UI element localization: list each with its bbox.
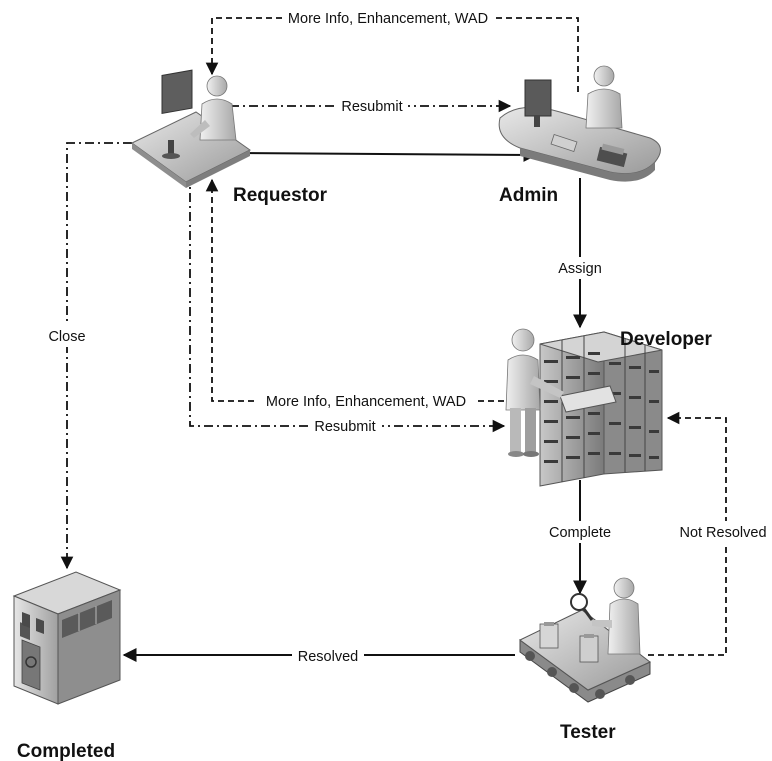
edge-label-more-info-top: More Info, Enhancement, WAD: [282, 8, 494, 28]
node-label-tester: Tester: [560, 722, 616, 743]
svg-text:Resolved: Resolved: [298, 649, 358, 665]
tester-icon: [519, 577, 651, 703]
svg-text:Resubmit: Resubmit: [314, 419, 375, 435]
svg-text:Resubmit: Resubmit: [341, 99, 402, 115]
requestor-icon: [131, 69, 251, 188]
svg-text:Close: Close: [48, 329, 85, 345]
svg-text:Complete: Complete: [549, 525, 611, 541]
edge-close: [60, 142, 132, 570]
edge-label-resolved: Resolved: [292, 645, 364, 667]
node-label-requestor: Requestor: [233, 185, 328, 206]
admin-icon: [498, 65, 661, 182]
edge-label-resubmit-top: Resubmit: [336, 96, 408, 116]
edge-label-close: Close: [42, 325, 92, 347]
edge-more-info-mid: [205, 178, 504, 402]
edge-submit: [232, 147, 538, 162]
edge-resubmit-mid: [189, 155, 506, 433]
completed-icon: [12, 571, 122, 705]
edge-label-complete: Complete: [540, 521, 620, 543]
svg-text:More Info, Enhancement, WAD: More Info, Enhancement, WAD: [266, 394, 466, 410]
node-label-admin: Admin: [499, 185, 558, 206]
edge-label-more-info-mid: More Info, Enhancement, WAD: [254, 391, 478, 411]
svg-text:Assign: Assign: [558, 261, 602, 277]
edge-label-not-resolved: Not Resolved: [675, 521, 771, 543]
edge-label-resubmit-mid: Resubmit: [308, 416, 382, 436]
edge-label-assign: Assign: [552, 257, 608, 279]
svg-text:More Info, Enhancement, WAD: More Info, Enhancement, WAD: [288, 11, 488, 27]
node-label-completed: Completed: [17, 741, 115, 761]
edge-not-resolved: [648, 411, 727, 656]
node-label-developer: Developer: [620, 329, 712, 350]
developer-icon: [505, 328, 663, 487]
svg-text:Not Resolved: Not Resolved: [679, 525, 766, 541]
edge-more-info-top: [205, 17, 579, 92]
